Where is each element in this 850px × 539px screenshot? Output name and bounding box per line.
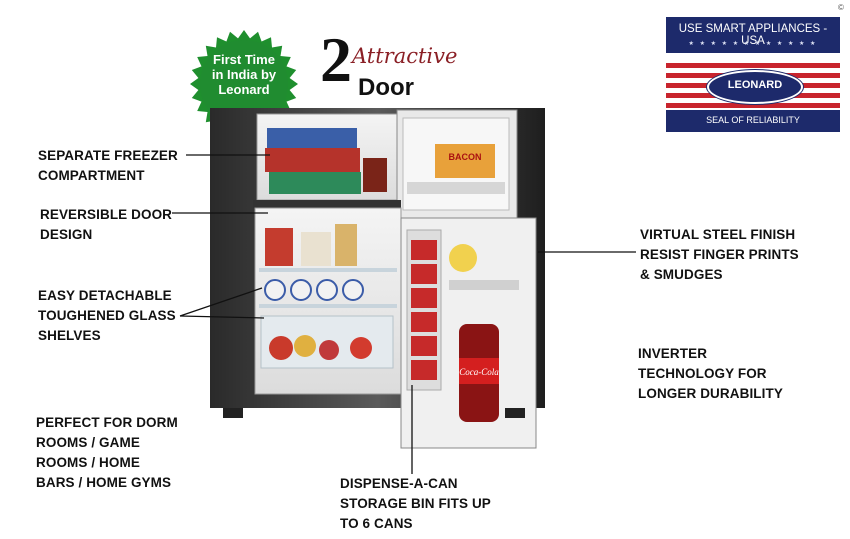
glass-shelf-1 [259,268,397,272]
can-2 [411,264,437,284]
freezer-box-red [265,148,360,172]
fruit [350,337,372,359]
sauce-bottle [335,224,357,266]
callout-dorm-rooms: PERFECT FOR DORM ROOMS / GAME ROOMS / HO… [36,415,178,490]
yogurt-cup-2 [290,279,312,301]
pointer-shelves-1 [179,287,263,317]
milk-carton [265,228,293,266]
copyright-mark: © [838,3,844,12]
seal-flag-stripes: LEONARD [666,63,840,108]
seal-brand-text: LEONARD [727,79,783,91]
freezer-box-green [269,172,361,194]
seal-bottom-text: SEAL OF RELIABILITY [706,115,800,125]
seal-oval [707,70,803,104]
bacon-package [435,144,495,178]
callout-can-dispenser: DISPENSE-A-CAN STORAGE BIN FITS UP TO 6 … [340,476,491,531]
refrigerator-image: BACON Coca-Cola [210,108,545,449]
food-jar [301,232,331,266]
title-word: Door [358,74,414,101]
seal-top-text: USE SMART APPLIANCES - USA [678,23,828,47]
orange [294,335,316,357]
bacon-label: BACON [449,152,482,162]
door-shelf-top [449,280,519,290]
glass-shelf-2 [259,304,397,308]
fridge-leg-left [223,408,243,418]
freezer-door-shelf [407,182,505,194]
freezer-box-blue [267,128,357,148]
callout-glass-shelves: EASY DETACHABLE TOUGHENED GLASS SHELVES [38,288,176,343]
apple [269,336,293,360]
callout-reversible-door: REVERSIBLE DOOR DESIGN [40,207,173,242]
cola-label-band [459,358,499,384]
can-4 [411,312,437,332]
can-5 [411,336,437,356]
title-number: 2 [320,24,352,95]
seal-stars-icon: ★ ★ ★ ★ ★ ★ ★ ★ ★ ★ ★ ★ [688,41,818,47]
yogurt-cup-3 [316,279,338,301]
yogurt-cup-4 [342,279,364,301]
yogurt-cup-1 [264,279,286,301]
can-6 [411,360,437,380]
tomato [319,340,339,360]
title-script: Attractive [352,44,458,68]
cola-label: Coca-Cola [459,367,499,377]
seal-top-band: USE SMART APPLIANCES - USA ★ ★ ★ ★ ★ ★ ★… [666,17,840,53]
fridge-leg-right [505,408,525,418]
callout-steel-finish: VIRTUAL STEEL FINISH RESIST FINGER PRINT… [640,227,799,282]
can-3 [411,288,437,308]
can-1 [411,240,437,260]
pointer-shelves-2 [179,315,265,319]
freezer-divider [253,200,401,208]
callout-freezer: SEPARATE FREEZER COMPARTMENT [38,148,178,183]
yellow-tub [449,244,477,272]
badge-text: First Time in India by Leonard [211,52,277,97]
freezer-box-dark [363,158,387,192]
badge-circle [200,40,288,128]
callout-inverter: INVERTER TECHNOLOGY FOR LONGER DURABILIT… [638,346,783,401]
seal-bottom-band: SEAL OF RELIABILITY [666,110,840,132]
